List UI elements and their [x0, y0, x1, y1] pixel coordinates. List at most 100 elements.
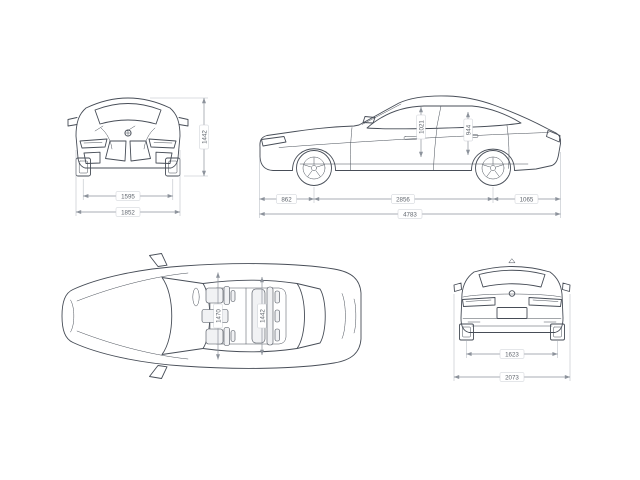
dim-label-box [276, 194, 297, 204]
front-height-label: 1442 [201, 130, 208, 144]
dim-label-box [416, 114, 426, 140]
side-glasshouse [366, 105, 522, 130]
rear-track-dimension: 1623 [466, 341, 558, 359]
dim-label-box [499, 372, 525, 382]
rear-headrest-left [274, 290, 280, 304]
driver-seat-cushion [205, 287, 224, 304]
front-hood-creases [100, 127, 156, 150]
dim-label-box [257, 303, 267, 329]
side-b-pillar [436, 105, 442, 129]
dim-label-box [199, 124, 209, 150]
side-car-drawing [259, 95, 562, 186]
side-mirror [362, 116, 376, 124]
front-height-dimension: 1442 [150, 97, 209, 177]
side-windshield-line [361, 103, 402, 125]
passenger-headrest [230, 330, 236, 342]
front-headlight-detail [83, 142, 173, 144]
spokes [482, 157, 504, 177]
rear-track-label: 1623 [505, 351, 519, 358]
rear-view: 1623 2073 [453, 258, 571, 382]
rear-right-wheel [550, 323, 565, 341]
passenger-seat-backrest [223, 327, 230, 346]
side-length-dimensions: 862 2856 1065 4783 [259, 152, 561, 219]
dim-label-box [463, 118, 473, 142]
front-width-dimension: 1852 [75, 150, 181, 217]
dim-label-box [391, 194, 415, 204]
rear-width-dimension: 2073 [453, 294, 571, 382]
top-hood-lines [70, 272, 189, 360]
front-windshield [94, 103, 162, 125]
rear-roundel-icon [508, 290, 516, 297]
passenger-seat-cushion [205, 328, 224, 345]
rear-taillight-detail [465, 299, 559, 302]
front-track-dimension: 1595 [82, 179, 174, 201]
rear-left-wheel [459, 323, 474, 341]
top-trunk-lines [341, 293, 357, 339]
top-steering-wheel [192, 287, 200, 307]
top-car-drawing [61, 253, 362, 379]
front-width-label: 1852 [121, 209, 135, 216]
side-door-seams [350, 125, 510, 171]
rear-headrest-middle [274, 309, 280, 323]
headroom-front-label: 1021 [418, 120, 425, 134]
driver-headrest [230, 290, 236, 302]
top-rear-window-arcs [296, 283, 326, 349]
interior-width-front-label: 1470 [215, 309, 222, 323]
rear-overhang-label: 1065 [520, 196, 534, 203]
top-view: 1470 1442 [61, 253, 362, 379]
rear-bumper-lines [462, 318, 562, 327]
front-body-outline [75, 97, 181, 169]
rear-taillights [462, 297, 562, 307]
side-headroom-front-dimension: 1021 [416, 106, 426, 158]
dim-label-box [213, 303, 223, 329]
side-rear-wheel [475, 150, 511, 186]
side-headroom-rear-dimension: 944 [463, 111, 473, 156]
wheelbase-label: 2856 [396, 196, 410, 203]
top-roof-side-lines [202, 279, 298, 353]
side-character-line [278, 132, 550, 148]
rear-license-plate [496, 307, 528, 319]
rear-shoulder-line [462, 293, 562, 298]
rear-right-wheel-inner [553, 326, 562, 338]
front-kidney-grille [105, 140, 151, 162]
overall-length-label: 4783 [403, 211, 417, 218]
front-side-mirrors [67, 117, 189, 127]
rear-car-drawing [453, 258, 571, 341]
side-taillight [546, 130, 561, 143]
front-left-wheel-inner [78, 160, 88, 174]
dim-label-box [397, 209, 423, 219]
front-width-extension-lines [75, 150, 181, 216]
front-height-extension-lines [150, 97, 208, 177]
rear-headrest-right [274, 328, 280, 342]
interior-width-rear-label: 1442 [259, 309, 266, 323]
top-interior-width-rear-dimension: 1442 [257, 276, 267, 356]
rim [302, 156, 326, 180]
hub [311, 165, 317, 171]
dim-label-box [115, 207, 141, 217]
tire [475, 150, 511, 186]
dim-label-box [514, 194, 539, 204]
rear-bench-backrest [266, 286, 274, 346]
driver-seat-backrest [223, 286, 230, 305]
rear-width-extension-lines [453, 294, 571, 381]
front-overhang-label: 862 [281, 196, 292, 203]
side-extension-lines [259, 152, 561, 218]
rear-side-mirrors [453, 282, 571, 292]
rim [481, 156, 505, 180]
dim-label-box [499, 349, 525, 359]
spokes [303, 157, 325, 177]
hub [490, 165, 496, 171]
rear-antenna-fin [508, 258, 516, 264]
side-headlight [261, 136, 287, 147]
top-side-mirrors [149, 253, 168, 379]
front-roundel-cross [124, 129, 132, 137]
tire [296, 150, 332, 186]
top-body-outline [61, 263, 362, 369]
front-headlights [79, 138, 177, 149]
side-view: 1021 944 862 2856 1065 4783 [259, 95, 562, 219]
dim-label-box [115, 191, 141, 201]
front-lower-intakes [83, 151, 173, 164]
rear-window [478, 269, 546, 288]
